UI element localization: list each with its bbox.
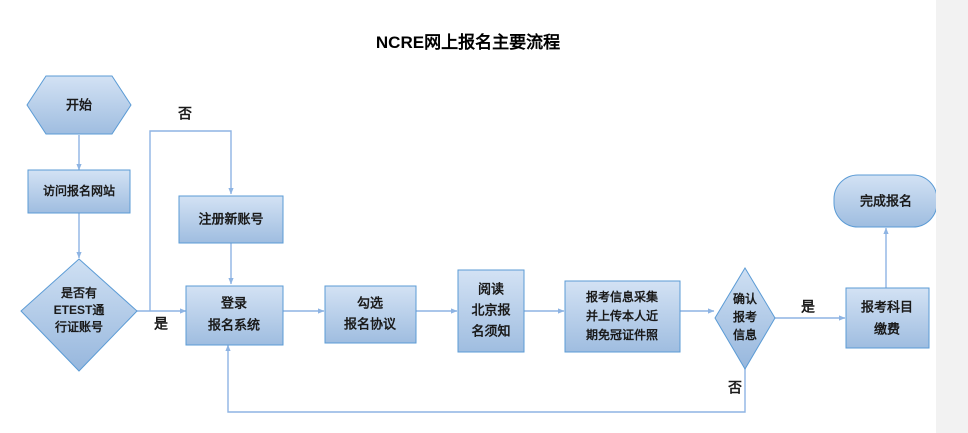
node-pay-line1: 报考科目 bbox=[861, 299, 913, 314]
node-agree-line2: 报名协议 bbox=[344, 316, 397, 331]
page-title: NCRE网上报名主要流程 bbox=[375, 33, 561, 52]
confirm-diamond-shape bbox=[714, 267, 776, 370]
node-collect-line2: 并上传本人近 bbox=[586, 308, 658, 323]
edge-confirm-login bbox=[225, 344, 746, 413]
node-login-line2: 报名系统 bbox=[208, 317, 260, 332]
node-has-account-line3: 行证账号 bbox=[54, 319, 103, 334]
register-rect-shape bbox=[178, 195, 284, 244]
branch-label-no-bottom: 否 bbox=[727, 380, 742, 396]
node-register-label: 注册新账号 bbox=[198, 211, 263, 226]
edge-hasacct-register bbox=[149, 130, 234, 311]
node-register[interactable]: 注册新账号 bbox=[178, 195, 284, 244]
node-visit[interactable]: 访问报名网站 bbox=[27, 169, 131, 214]
node-confirm-line1: 确认 bbox=[733, 291, 758, 306]
agree-rect-shape bbox=[324, 285, 417, 344]
node-notice-line1: 阅读 bbox=[478, 281, 504, 296]
node-finish[interactable]: 完成报名 bbox=[833, 174, 936, 228]
node-notice[interactable]: 阅读 北京报 名须知 bbox=[457, 269, 525, 353]
branch-label-yes-left: 是 bbox=[154, 316, 169, 332]
finish-stadium-shape bbox=[833, 174, 936, 228]
pay-rect-shape bbox=[845, 287, 930, 349]
node-finish-label: 完成报名 bbox=[860, 193, 912, 208]
node-collect[interactable]: 报考信息采集 并上传本人近 期免冠证件照 bbox=[564, 280, 681, 353]
connector-layer bbox=[76, 130, 889, 413]
node-login[interactable]: 登录 报名系统 bbox=[185, 285, 284, 346]
node-has-account-line2: ETEST通 bbox=[54, 302, 105, 317]
has-account-diamond-shape bbox=[20, 258, 138, 372]
branch-label-no-top: 否 bbox=[177, 106, 192, 122]
node-start-label: 开始 bbox=[66, 97, 92, 112]
start-hexagon-shape bbox=[26, 75, 132, 135]
visit-rect-shape bbox=[27, 169, 131, 214]
notice-rect-shape bbox=[457, 269, 525, 353]
node-collect-line1: 报考信息采集 bbox=[586, 289, 659, 304]
node-agree[interactable]: 勾选 报名协议 bbox=[324, 285, 417, 344]
node-notice-line2: 北京报 bbox=[471, 302, 511, 317]
node-agree-line1: 勾选 bbox=[357, 295, 383, 310]
node-confirm[interactable]: 确认 报考 信息 bbox=[714, 267, 776, 370]
login-rect-shape bbox=[185, 285, 284, 346]
node-has-account-line1: 是否有 bbox=[60, 285, 97, 300]
node-collect-line3: 期免冠证件照 bbox=[586, 327, 658, 342]
collect-rect-shape bbox=[564, 280, 681, 353]
node-confirm-line3: 信息 bbox=[733, 327, 757, 342]
flowchart-canvas: 开始 访问报名网站 是否有 ETEST通 行证账号 注册新账号 登录 报名系统 bbox=[20, 75, 936, 413]
node-pay[interactable]: 报考科目 缴费 bbox=[845, 287, 930, 349]
branch-label-yes-right: 是 bbox=[801, 299, 816, 315]
node-login-line1: 登录 bbox=[220, 295, 247, 310]
node-has-account[interactable]: 是否有 ETEST通 行证账号 bbox=[20, 258, 138, 372]
node-confirm-line2: 报考 bbox=[733, 309, 757, 324]
node-pay-line2: 缴费 bbox=[874, 321, 900, 336]
node-notice-line3: 名须知 bbox=[471, 323, 510, 338]
node-start[interactable]: 开始 bbox=[26, 75, 132, 135]
node-visit-label: 访问报名网站 bbox=[43, 183, 115, 198]
document-sheet bbox=[0, 0, 936, 433]
